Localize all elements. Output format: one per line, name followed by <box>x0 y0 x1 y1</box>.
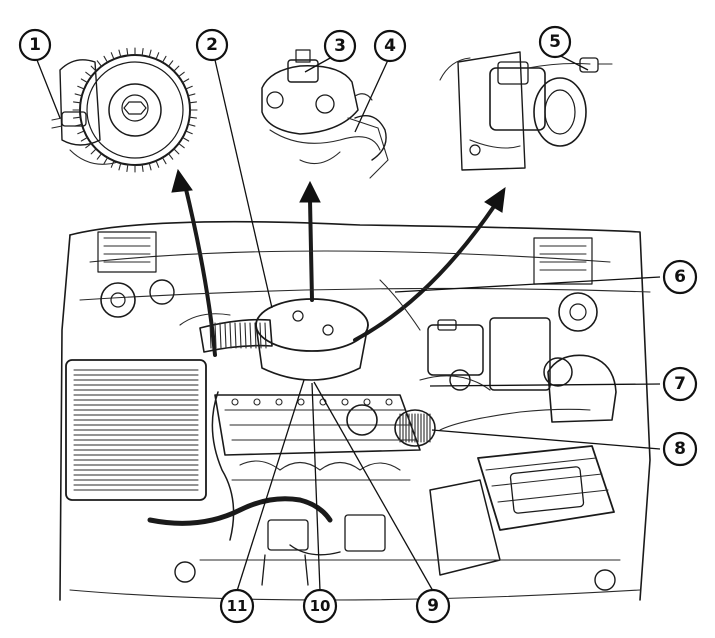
callout-7: 7 <box>662 366 698 402</box>
callout-label: 2 <box>206 35 218 55</box>
callout-4: 4 <box>373 29 407 63</box>
engine-bay-drawing <box>59 220 651 601</box>
inset-throttle-body-drawing <box>261 49 389 179</box>
inset-crank-sensor-drawing <box>51 47 198 173</box>
callout-label: 10 <box>310 597 331 615</box>
callout-label: 1 <box>29 35 41 55</box>
callout-8: 8 <box>662 431 698 467</box>
callout-label: 4 <box>384 36 396 56</box>
callout-label: 8 <box>674 439 686 459</box>
callout-10: 10 <box>302 588 338 624</box>
callout-1: 1 <box>18 28 52 62</box>
arrow-to-crank-inset <box>171 168 193 193</box>
inset-starter-motor-drawing <box>439 51 613 171</box>
callout-2: 2 <box>195 28 229 62</box>
callout-3: 3 <box>323 29 357 63</box>
leader-lines <box>34 51 661 592</box>
callout-label: 11 <box>227 597 248 615</box>
callout-label: 5 <box>549 32 561 52</box>
pointer-arrows <box>171 168 506 357</box>
callout-9: 9 <box>415 588 451 624</box>
callout-11: 11 <box>219 588 255 624</box>
callout-5: 5 <box>538 25 572 59</box>
callout-label: 7 <box>674 374 686 394</box>
callout-label: 6 <box>674 267 686 287</box>
arrow-to-throttle-inset <box>299 180 321 203</box>
arrow-to-starter-inset <box>484 186 506 213</box>
callout-6: 6 <box>662 259 698 295</box>
callout-label: 9 <box>427 596 439 616</box>
callout-label: 3 <box>334 36 346 56</box>
